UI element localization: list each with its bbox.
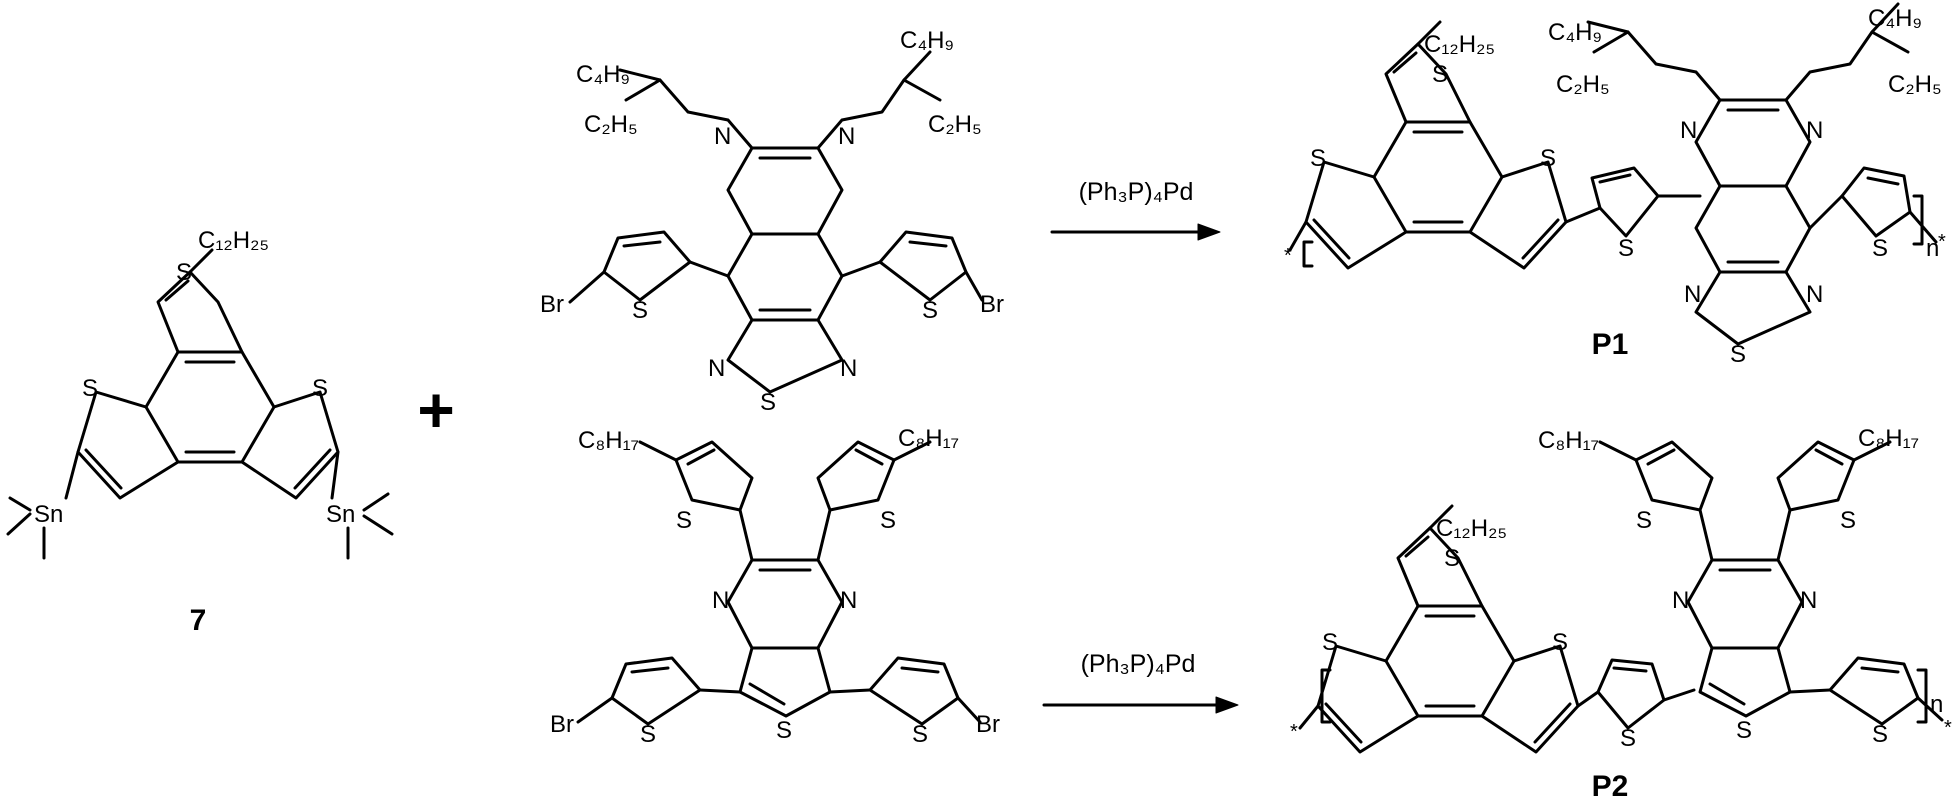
atom-nitrogen: N [840, 587, 857, 614]
atom-nitrogen: N [1684, 281, 1701, 308]
atom-nitrogen: N [838, 123, 855, 150]
atom-sulfur: S [1730, 341, 1746, 368]
plus-sign: + [417, 374, 454, 446]
atom-sulfur: S [1540, 145, 1556, 172]
butyl-group: C₄H₉ [576, 61, 630, 88]
polymer-index: n [1930, 691, 1943, 718]
atom-sulfur: S [760, 389, 776, 416]
atom-nitrogen: N [1800, 587, 1817, 614]
tin-atom: Sn [326, 501, 355, 528]
atom-sulfur: S [1432, 61, 1448, 88]
ethyl-group: C₂H₅ [584, 111, 638, 138]
octyl-group: C₈H₁₇ [1858, 425, 1919, 452]
atom-nitrogen: N [1806, 117, 1823, 144]
atom-nitrogen: N [1806, 281, 1823, 308]
end-group-marker: * [1938, 231, 1946, 253]
atom-sulfur: S [776, 717, 792, 744]
atom-sulfur: S [1552, 629, 1568, 656]
tin-atom: Sn [34, 501, 63, 528]
atom-sulfur: S [880, 507, 896, 534]
atom-nitrogen: N [712, 587, 729, 614]
atom-sulfur: S [632, 297, 648, 324]
bromine-atom: Br [980, 291, 1004, 318]
monomer-a-structure [568, 50, 984, 394]
polymer-p2-structure [1298, 440, 1944, 754]
dodecyl-group: C₁₂H₂₅ [1424, 31, 1495, 58]
bromine-atom: Br [976, 711, 1000, 738]
catalyst-label-2: (Ph₃P)₄Pd [1081, 650, 1196, 678]
reaction-arrow-2 [1042, 696, 1239, 714]
atom-sulfur: S [1872, 721, 1888, 748]
polymer-p1-structure [1288, 2, 1938, 346]
atom-sulfur: S [922, 297, 938, 324]
atom-sulfur: S [1618, 235, 1634, 262]
octyl-group: C₈H₁₇ [898, 425, 959, 452]
bromine-atom: Br [550, 711, 574, 738]
monomer-7-structure [6, 248, 394, 560]
end-group-marker: * [1944, 717, 1952, 739]
ethyl-group: C₂H₅ [1556, 71, 1610, 98]
ethyl-group: C₂H₅ [928, 111, 982, 138]
atom-sulfur: S [312, 375, 328, 402]
compound-label-7: 7 [190, 604, 207, 637]
compound-label-p2: P2 [1592, 770, 1629, 803]
atom-nitrogen: N [1680, 117, 1697, 144]
atom-sulfur: S [1310, 145, 1326, 172]
atom-sulfur: S [1444, 545, 1460, 572]
atom-nitrogen: N [840, 355, 857, 382]
atom-sulfur: S [176, 259, 192, 286]
atom-sulfur: S [1620, 725, 1636, 752]
atom-sulfur: S [82, 375, 98, 402]
octyl-group: C₈H₁₇ [1538, 427, 1599, 454]
catalyst-label-1: (Ph₃P)₄Pd [1079, 178, 1194, 206]
butyl-group: C₄H₉ [1548, 19, 1602, 46]
atom-sulfur: S [640, 721, 656, 748]
octyl-group: C₈H₁₇ [578, 427, 639, 454]
atom-sulfur: S [912, 721, 928, 748]
atom-sulfur: S [1840, 507, 1856, 534]
end-group-marker: * [1284, 245, 1292, 267]
atom-nitrogen: N [708, 355, 725, 382]
monomer-b-structure [576, 440, 982, 726]
atom-sulfur: S [1636, 507, 1652, 534]
atom-sulfur: S [1736, 717, 1752, 744]
atom-nitrogen: N [1672, 587, 1689, 614]
atom-sulfur: S [676, 507, 692, 534]
dodecyl-group: C₁₂H₂₅ [1436, 515, 1507, 542]
atom-nitrogen: N [714, 123, 731, 150]
butyl-group: C₄H₉ [1868, 5, 1922, 32]
atom-sulfur: S [1322, 629, 1338, 656]
compound-label-p1: P1 [1592, 328, 1629, 361]
atom-sulfur: S [1872, 235, 1888, 262]
polymer-index: n [1926, 235, 1939, 262]
reaction-arrow-1 [1050, 223, 1221, 241]
ethyl-group: C₂H₅ [1888, 71, 1942, 98]
dodecyl-group: C₁₂H₂₅ [198, 227, 269, 254]
bromine-atom: Br [540, 291, 564, 318]
end-group-marker: * [1290, 721, 1298, 743]
butyl-group: C₄H₉ [900, 27, 954, 54]
